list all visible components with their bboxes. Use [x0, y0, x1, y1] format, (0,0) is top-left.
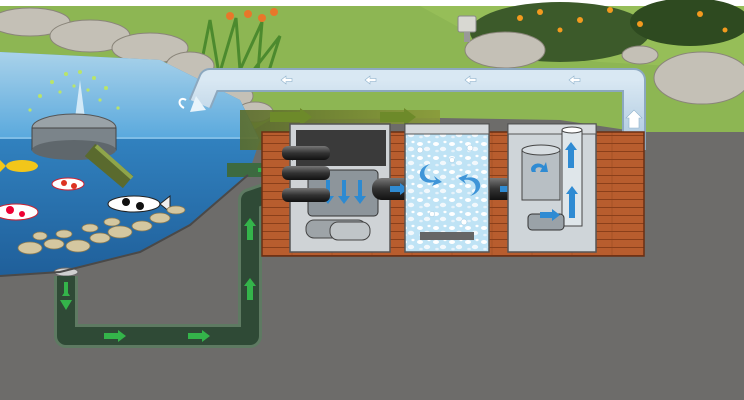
- fountain: [28, 70, 120, 112]
- fish-icon: [0, 160, 171, 221]
- inlet-pipes: [282, 146, 330, 202]
- filter-chamber: [404, 123, 490, 253]
- stone-icon: [17, 205, 186, 255]
- pump-chamber: [507, 123, 597, 253]
- settlement-chamber: [289, 123, 391, 253]
- bubble-icon: [416, 144, 474, 226]
- flow-arrows-green: [60, 165, 276, 342]
- return-outlet: [178, 96, 206, 112]
- garden-light: [457, 15, 477, 42]
